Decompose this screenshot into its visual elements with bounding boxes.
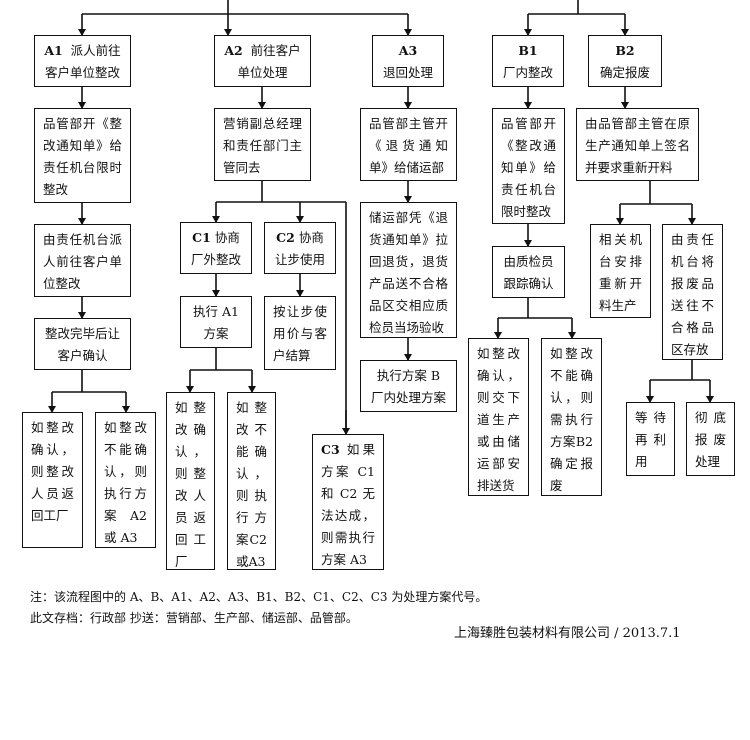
node-c1-confirmed: 如整改确认，则整改人员返回工厂 (166, 392, 215, 570)
node-a1: A1 派人前往客户单位整改 (34, 35, 131, 87)
node-b2-scrap: 彻底报废处理 (686, 402, 735, 476)
node-b1-confirmed: 如整改确认，则交下道生产或由储运部安排送货 (468, 338, 529, 496)
node-c2-step1: 按让步使用价与客户结算 (264, 296, 336, 370)
node-a3-step2: 储运部凭《退货通知单》拉回退货，退货产品送不合格品区交相应质检员当场验收 (360, 202, 457, 338)
node-c1-not-confirmed: 如整改不能确认，则执行方案C2或A3 (227, 392, 276, 570)
node-a2-step1: 营销副总经理和责任部门主管同去 (214, 108, 311, 181)
node-a1-not-confirmed: 如整改不能确认，则执行方案 A2 或 A3 (95, 412, 156, 548)
node-b1-step2: 由质检员跟踪确认 (492, 246, 565, 298)
node-a3-step1: 品管部主管开《退货通知单》给储运部 (360, 108, 457, 181)
node-a1-step1: 品管部开《整改通知单》给责任机台限时整改 (34, 108, 131, 203)
node-b1-not-confirmed: 如整改不能确认，则需执行方案B2确定报废 (541, 338, 602, 496)
node-a3-step3: 执行方案 B 厂内处理方案 (360, 360, 457, 412)
node-b2-reuse: 等待再利用 (626, 402, 675, 476)
node-c1: C1 协商厂外整改 (180, 222, 252, 274)
node-a2: A2 前往客户单位处理 (214, 35, 311, 87)
node-b1-step1: 品管部开《整改通知单》给责任机台限时整改 (492, 108, 565, 224)
node-b2-left: 相关机台安排重新开料生产 (590, 224, 651, 318)
footer-note-codes: 注：该流程图中的 A、B、A1、A2、A3、B1、B2、C1、C2、C3 为处理… (30, 590, 488, 604)
footer-note-distribution: 此文存档：行政部 抄送：营销部、生产部、储运部、品管部。 (30, 611, 358, 625)
node-c2: C2 协商让步使用 (264, 222, 336, 274)
node-c3: C3 如果方案 C1和 C2 无法达成，则需执行方案 A3 (312, 434, 384, 570)
node-b2-right: 由责任机台将报废品送往不合格品区存放 (662, 224, 723, 360)
node-a1-step2: 由责任机台派人前往客户单位整改 (34, 224, 131, 297)
node-a1-step3: 整改完毕后让客户确认 (34, 318, 131, 370)
footer-company-date: 上海臻胜包装材料有限公司 / 2013.7.1 (454, 626, 681, 641)
node-a1-confirmed: 如整改确认，则整改人员返回工厂 (22, 412, 83, 548)
node-c1-step1: 执行 A1 方案 (180, 296, 252, 348)
node-b2-step1: 由品管部主管在原生产通知单上签名并要求重新开料 (576, 108, 699, 181)
